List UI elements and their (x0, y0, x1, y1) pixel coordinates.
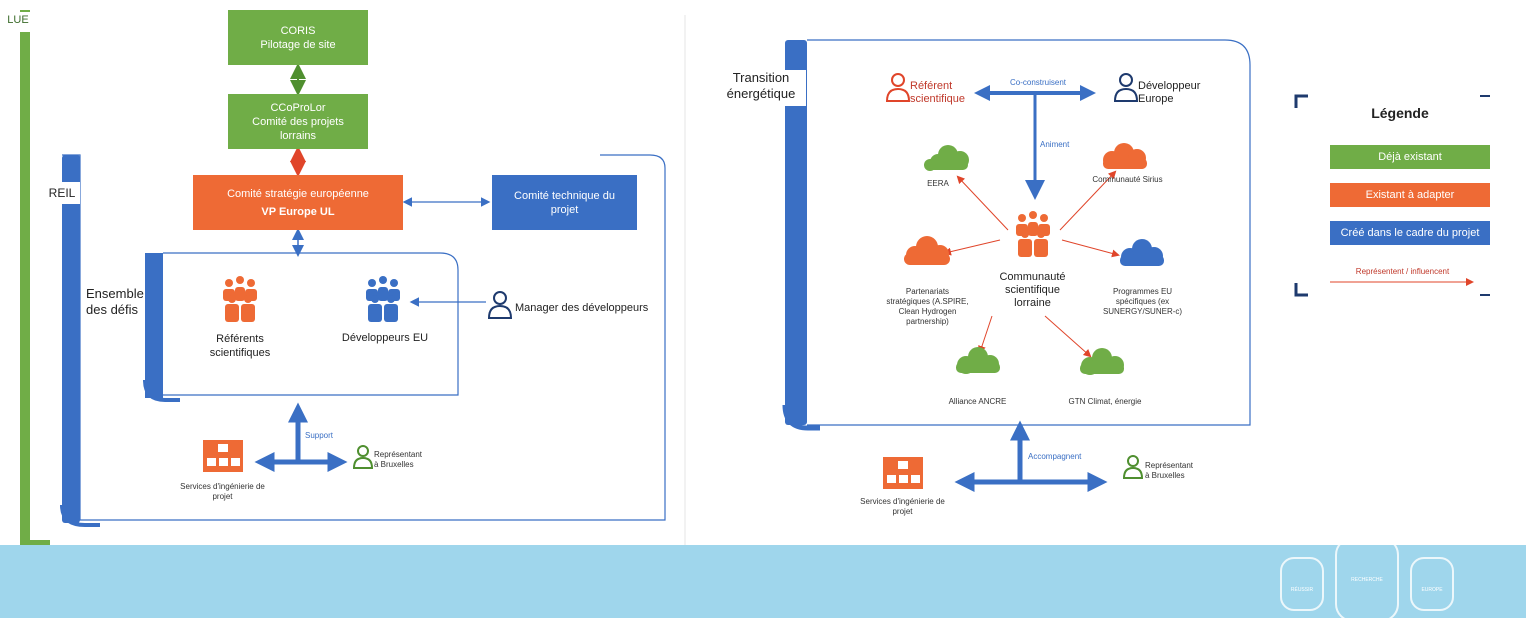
transition-label: Transition énergétique (716, 70, 806, 106)
ccoprolor-title: CCoProLor (270, 101, 326, 114)
banner-logo: RÉUSSIR RECHERCHE EUROPE (1280, 537, 1500, 622)
ccoprolor-box: CCoProLor Comité des projets lorrains (228, 94, 368, 149)
legend-created: Créé dans le cadre du projet (1330, 221, 1490, 245)
referent-person-icon (885, 73, 911, 102)
banner-item-3: EUROPE (1421, 587, 1443, 593)
services-left-label: Services d'ingénierie de projet (180, 482, 265, 501)
strategie-subtitle: VP Europe UL (261, 205, 335, 218)
legend-title: Légende (1371, 105, 1429, 121)
strategie-box: Comité stratégie européenne VP Europe UL (193, 175, 403, 230)
technique-subtitle: projet (550, 203, 579, 216)
referents-group-icon (223, 276, 257, 322)
ensemble-label: Ensemble des défis (86, 286, 158, 320)
animent-label: Animent (1040, 140, 1070, 149)
ccoprolor-subtitle-2: lorrains (279, 129, 317, 142)
partenariats-label: Partenariats stratégiques (A.SPIRE, Clea… (886, 287, 969, 326)
communaute-label: Communauté scientifique lorraine (999, 271, 1066, 309)
developpeurs-label: Développeurs EU (341, 332, 429, 344)
ensemble-line2: des défis (86, 302, 139, 317)
technique-box: Comité technique du projet (492, 175, 637, 230)
lue-label: LUE (2, 12, 34, 32)
developpeur-person-icon (1113, 73, 1139, 102)
manager-person-icon (487, 291, 513, 319)
coris-title: CORIS (280, 24, 316, 37)
reil-frame (62, 154, 666, 521)
coris-subtitle: Pilotage de site (260, 38, 336, 51)
representant-left-person-icon (352, 445, 374, 469)
legend-adapt: Existant à adapter (1330, 183, 1490, 207)
accompagnent-label: Accompagnent (1028, 452, 1082, 461)
gtn-label: GTN Climat, énergie (1068, 397, 1142, 406)
cloud-ancre (956, 347, 1000, 374)
cloud-eera (924, 145, 969, 171)
manager-label: Manager des développeurs (515, 302, 649, 314)
banner-item-2: RECHERCHE (1351, 577, 1383, 583)
representant-right-person-icon (1122, 455, 1144, 479)
ensemble-line1: Ensemble (86, 286, 144, 301)
cloud-sirius (1103, 143, 1147, 169)
strategie-title: Comité stratégie européenne (227, 187, 369, 200)
coconstruisent-label: Co-construisent (1009, 78, 1067, 87)
lue-bracket (20, 10, 50, 548)
legend-arrow-label: Représentent / influencent (1355, 267, 1450, 276)
referents-label: Référents scientifiques (209, 333, 271, 359)
services-right-icon (883, 457, 923, 489)
referent-label: Référent scientifique (910, 80, 966, 105)
technique-title: Comité technique du (514, 189, 615, 202)
ancre-label: Alliance ANCRE (948, 397, 1007, 406)
banner-item-1: RÉUSSIR (1290, 587, 1314, 593)
representant-right-label: Représentant à Bruxelles (1145, 461, 1194, 480)
ccoprolor-subtitle: Comité des projets (252, 115, 344, 128)
services-left-icon (203, 440, 243, 472)
eera-label: EERA (927, 179, 949, 188)
transition-frame (807, 39, 1251, 426)
sirius-label: Communauté Sirius (1092, 175, 1163, 184)
developpeurs-group-icon (366, 276, 400, 322)
bottom-banner: RÉUSSIR RECHERCHE EUROPE (0, 537, 1526, 622)
legend-existing: Déjà existant (1330, 145, 1490, 169)
support-label: Support (305, 431, 334, 440)
cloud-gtn (1080, 348, 1124, 375)
coris-box: CORIS Pilotage de site (228, 10, 368, 65)
representant-left-label: Représentant à Bruxelles (374, 450, 423, 469)
reil-label: REIL (44, 182, 80, 204)
ensemble-frame (163, 252, 459, 396)
cloud-partenariats (904, 236, 950, 265)
cloud-programmes (1120, 239, 1164, 266)
programmes-label: Programmes EU spécifiques (ex SUNERGY/SU… (1102, 287, 1183, 316)
developpeur-label: Développeur Europe (1138, 80, 1201, 105)
services-right-label: Services d'ingénierie de projet (860, 497, 945, 516)
communaute-group-icon (1016, 211, 1050, 257)
